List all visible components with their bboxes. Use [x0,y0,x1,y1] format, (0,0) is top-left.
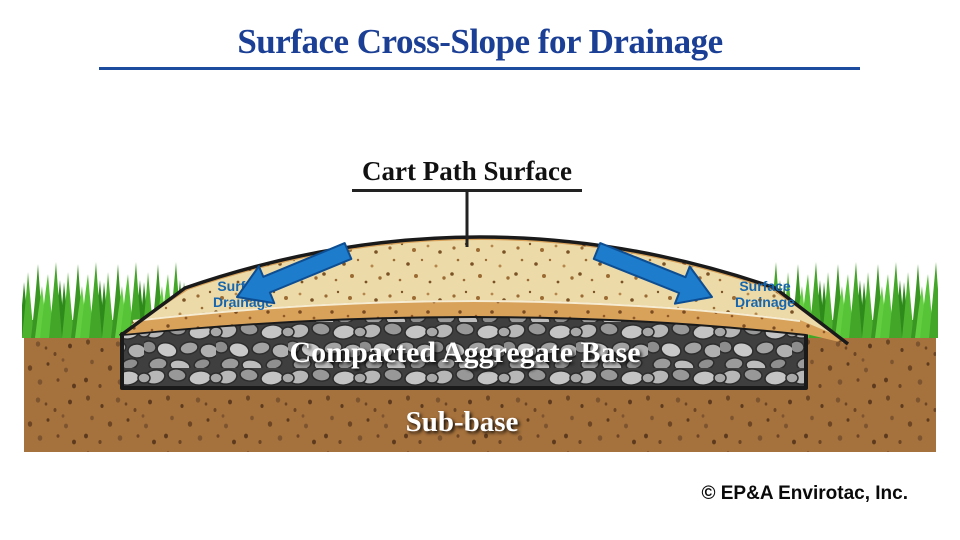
cart-path-surface-label: Cart Path Surface [352,156,582,192]
copyright-text: © EP&A Envirotac, Inc. [701,483,908,504]
sand-highlight-line [132,300,801,322]
aggregate-base-label: Compacted Aggregate Base [289,336,641,369]
drainage-arrow-right [592,242,713,305]
page-title: Surface Cross-Slope for Drainage [237,22,723,61]
cart-path-outline [118,235,850,346]
surface-drainage-right-line2: Drainage [735,294,795,310]
title-underline [99,67,860,70]
subbase-label: Sub-base [405,406,519,438]
drainage-arrow-left [236,242,353,305]
surface-drainage-right-line1: Surface [739,278,791,294]
